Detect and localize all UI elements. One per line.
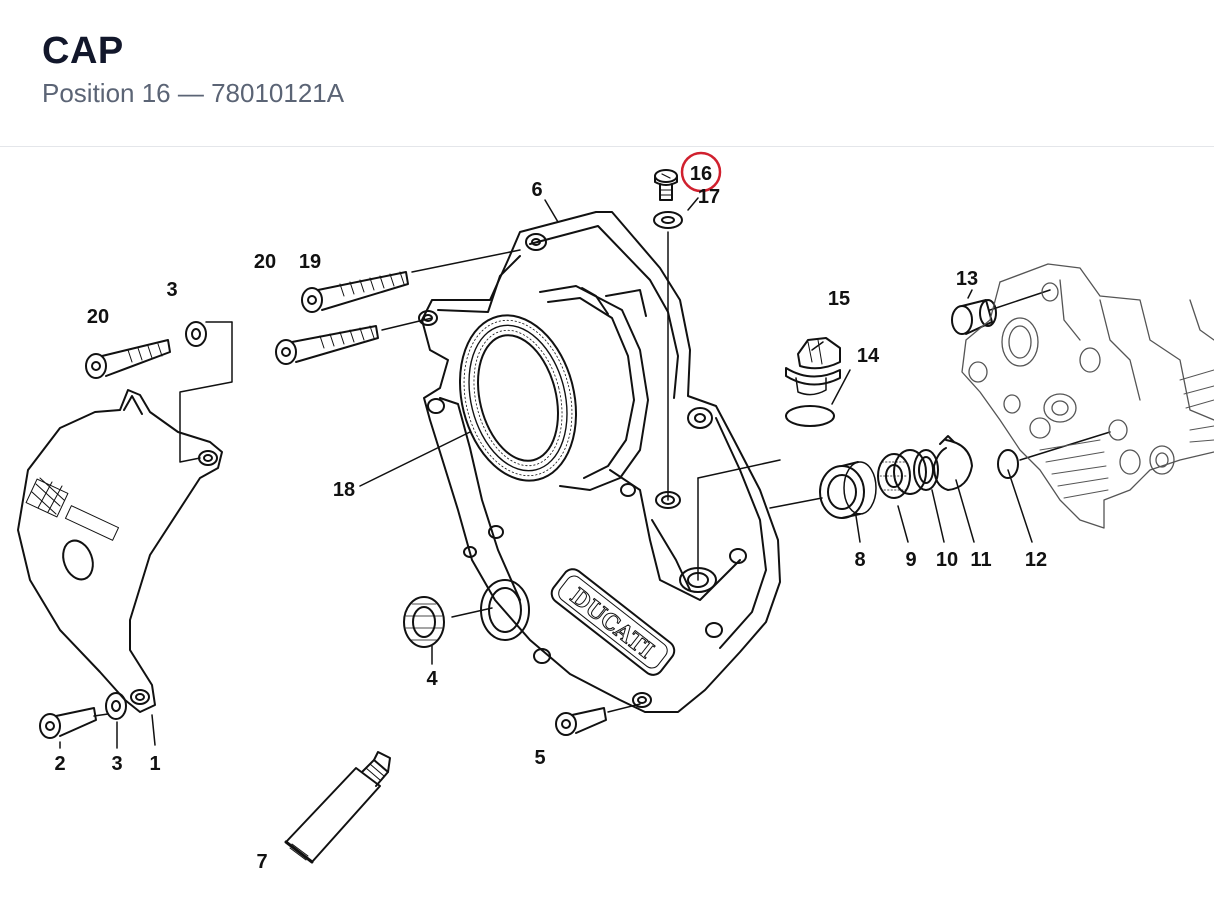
callout-9[interactable]: 9 bbox=[905, 549, 916, 571]
callout-15[interactable]: 15 bbox=[828, 288, 850, 310]
cover-logo-pattern bbox=[25, 477, 120, 541]
belt-cover-part bbox=[17, 389, 223, 713]
callout-6[interactable]: 6 bbox=[531, 179, 542, 201]
bolt-part-20-upper bbox=[275, 325, 379, 365]
exploded-parts-diagram: DUCATI bbox=[17, 151, 1214, 873]
small-seal-part-4 bbox=[403, 596, 445, 648]
callout-12[interactable]: 12 bbox=[1025, 549, 1047, 571]
ducati-badge: DUCATI bbox=[550, 568, 676, 676]
callout-16[interactable]: 16 bbox=[690, 163, 712, 185]
callout-13[interactable]: 13 bbox=[956, 268, 978, 290]
page-header: CAP Position 16 — 78010121A bbox=[0, 0, 1214, 147]
oring-part-12 bbox=[997, 449, 1019, 479]
bolt-part-19 bbox=[301, 271, 409, 313]
callout-4[interactable]: 4 bbox=[426, 668, 438, 690]
bolt-part-20-left bbox=[85, 339, 171, 379]
bolt-part-2 bbox=[39, 707, 97, 739]
washer-part-3-lower bbox=[105, 692, 127, 720]
washer-part-3-upper bbox=[185, 321, 207, 347]
filler-plug-part-15 bbox=[785, 337, 841, 396]
callout-5[interactable]: 5 bbox=[534, 747, 545, 769]
callout-17[interactable]: 17 bbox=[698, 186, 720, 208]
callout-8[interactable]: 8 bbox=[854, 549, 865, 571]
dowel-part-13 bbox=[951, 299, 997, 335]
callout-3-upper[interactable]: 3 bbox=[166, 279, 177, 301]
sealant-tube-part-7 bbox=[284, 751, 391, 864]
callout-labels: 1 2 3 3 4 5 6 7 8 9 10 11 12 13 14 15 16… bbox=[54, 163, 1047, 873]
bolt-part-5 bbox=[555, 707, 607, 736]
callout-1[interactable]: 1 bbox=[149, 753, 160, 775]
cap-part-16 bbox=[654, 169, 678, 201]
circlip-part-11 bbox=[933, 435, 973, 491]
callout-14[interactable]: 14 bbox=[857, 345, 880, 367]
callout-10[interactable]: 10 bbox=[936, 549, 958, 571]
callout-7[interactable]: 7 bbox=[256, 851, 267, 873]
oil-seal-part-18 bbox=[458, 314, 578, 482]
washer-part-17 bbox=[653, 211, 683, 229]
seal-part-9 bbox=[877, 449, 927, 499]
callout-19[interactable]: 19 bbox=[299, 251, 321, 273]
callout-3-lower[interactable]: 3 bbox=[111, 753, 122, 775]
oring-part-14 bbox=[785, 405, 835, 427]
bushing-part-8 bbox=[819, 461, 877, 519]
highlight-circle-position-16 bbox=[680, 151, 722, 193]
leader-lines bbox=[59, 197, 1111, 749]
callout-11[interactable]: 11 bbox=[970, 549, 991, 571]
engine-fins bbox=[1039, 369, 1214, 499]
page-subtitle: Position 16 — 78010121A bbox=[42, 78, 345, 108]
callout-18[interactable]: 18 bbox=[333, 479, 355, 501]
engine-case-background bbox=[961, 263, 1214, 529]
callout-2[interactable]: 2 bbox=[54, 753, 65, 775]
callout-20-upper[interactable]: 20 bbox=[254, 251, 276, 273]
clutch-cover-part: DUCATI bbox=[418, 211, 781, 713]
washer-part-10 bbox=[913, 449, 939, 491]
page-title: CAP bbox=[42, 30, 124, 72]
callout-20-left[interactable]: 20 bbox=[87, 306, 109, 328]
